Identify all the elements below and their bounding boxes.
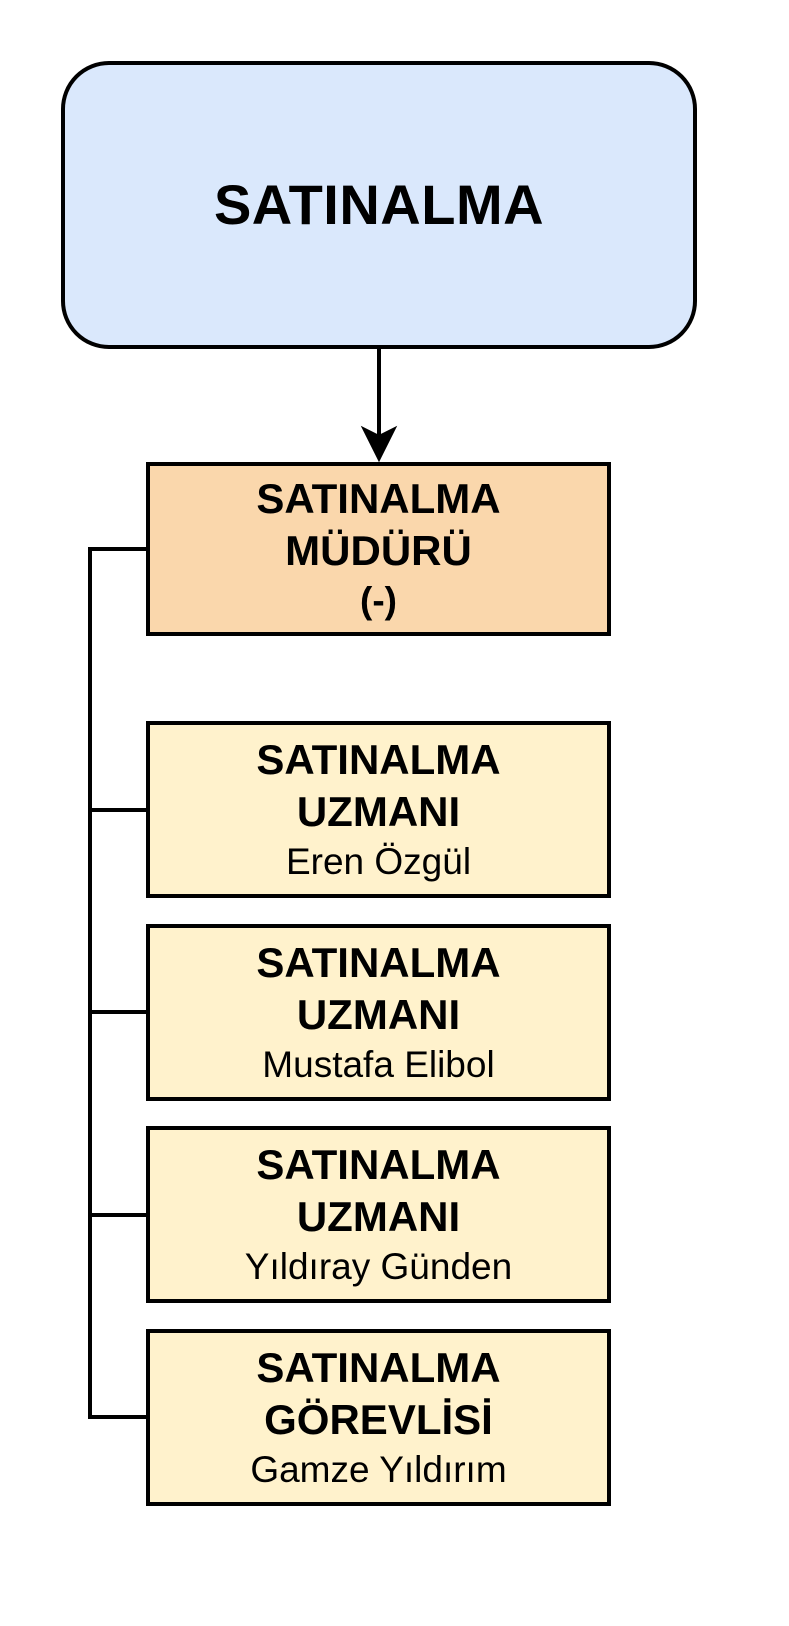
arrowhead-icon [360, 425, 398, 463]
staff-name: Gamze Yıldırım [250, 1448, 507, 1490]
staff-title-line-2: UZMANI [296, 1192, 461, 1240]
manager-to-staff-4-connector [88, 1215, 146, 1419]
staff-title-line-1: SATINALMA [256, 735, 501, 783]
staff-node: SATINALMA UZMANI Eren Özgül [146, 721, 611, 898]
staff-node: SATINALMA UZMANI Yıldıray Günden [146, 1126, 611, 1303]
manager-to-staff-1-connector [88, 547, 146, 812]
manager-to-staff-2-connector [88, 810, 146, 1014]
staff-name: Eren Özgül [285, 840, 472, 882]
manager-name: (-) [360, 580, 397, 621]
staff-title-line-1: SATINALMA [256, 1343, 501, 1391]
manager-title-line-1: SATINALMA [256, 475, 501, 522]
staff-title-line-2: UZMANI [296, 787, 461, 835]
staff-name: Mustafa Elibol [262, 1043, 495, 1085]
department-title: SATINALMA [213, 173, 545, 236]
staff-title-line-1: SATINALMA [256, 1140, 501, 1188]
staff-node: SATINALMA UZMANI Mustafa Elibol [146, 924, 611, 1101]
manager-to-staff-3-connector [88, 1012, 146, 1217]
staff-title-line-2: UZMANI [296, 990, 461, 1038]
department-node: SATINALMA [61, 61, 697, 349]
manager-node: SATINALMA MÜDÜRÜ (-) [146, 462, 611, 636]
staff-title-line-1: SATINALMA [256, 938, 501, 986]
staff-title-line-2: GÖREVLİSİ [264, 1395, 493, 1443]
staff-name: Yıldıray Günden [244, 1245, 513, 1287]
staff-node: SATINALMA GÖREVLİSİ Gamze Yıldırım [146, 1329, 611, 1506]
manager-title-line-2: MÜDÜRÜ [285, 527, 472, 574]
